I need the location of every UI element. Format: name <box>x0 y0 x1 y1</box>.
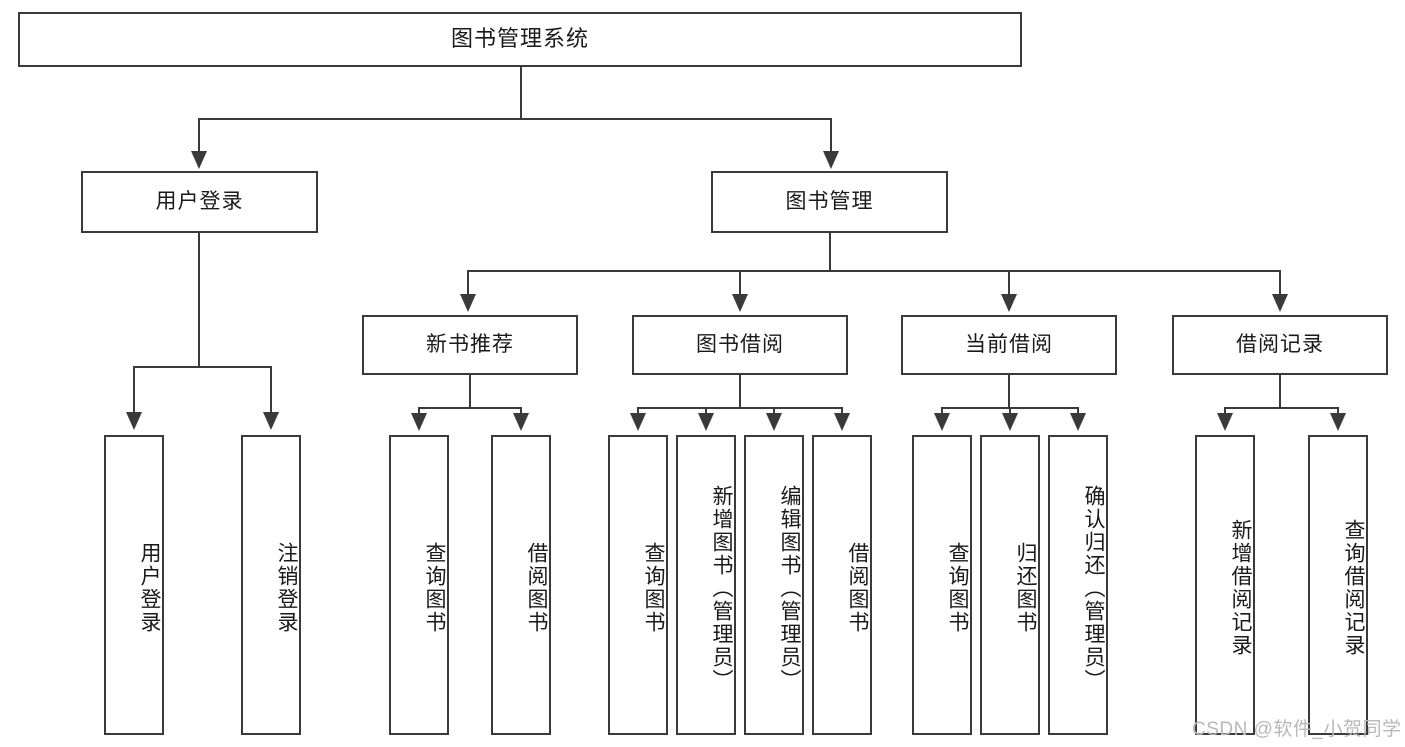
connector-current-borrow-leaf-3 <box>1077 407 1079 415</box>
arrow-new-book-leaf-1 <box>411 413 427 431</box>
leaf-book-borrow-borrow[interactable]: 借阅图书 <box>812 435 872 735</box>
arrow-new-book-leaf-2 <box>513 413 529 431</box>
node-root-system[interactable]: 图书管理系统 <box>18 12 1022 67</box>
arrow-to-book-borrow <box>732 294 748 312</box>
arrow-current-borrow-leaf-2 <box>1002 413 1018 431</box>
leaf-user-login-logout[interactable]: 注销登录 <box>241 435 301 735</box>
connector-borrow-record-drop <box>1279 375 1281 407</box>
arrow-current-borrow-leaf-1 <box>934 413 950 431</box>
arrow-to-book-mgmt <box>823 151 839 169</box>
connector-book-borrow-drop <box>739 375 741 407</box>
leaf-current-borrow-query[interactable]: 查询图书 <box>912 435 972 735</box>
connector-current-borrow-leaf-1 <box>941 407 943 415</box>
connector-borrow-record-leaf-1 <box>1224 407 1226 415</box>
leaf-borrow-record-add[interactable]: 新增借阅记录 <box>1195 435 1255 735</box>
leaf-user-login-login[interactable]: 用户登录 <box>104 435 164 735</box>
connector-to-book-mgmt <box>830 118 832 153</box>
leaf-current-borrow-confirm-return[interactable]: 确认归还（管理员） <box>1048 435 1108 735</box>
node-user-login[interactable]: 用户登录 <box>81 171 318 233</box>
arrow-to-borrow-record <box>1272 294 1288 312</box>
arrow-user-login-leaf-2 <box>263 412 279 430</box>
connector-root-bus <box>198 118 832 120</box>
arrow-book-borrow-leaf-1 <box>630 413 646 431</box>
connector-book-borrow-leaf-3 <box>773 407 775 415</box>
connector-borrow-record-bus <box>1224 407 1338 409</box>
connector-book-borrow-leaf-1 <box>637 407 639 415</box>
node-new-book-recommend[interactable]: 新书推荐 <box>362 315 578 375</box>
leaf-book-borrow-add[interactable]: 新增图书（管理员） <box>676 435 736 735</box>
node-book-management[interactable]: 图书管理 <box>711 171 948 233</box>
connector-new-book-drop <box>469 375 471 407</box>
arrow-to-new-book <box>460 294 476 312</box>
node-book-borrow[interactable]: 图书借阅 <box>632 315 848 375</box>
leaf-new-book-query[interactable]: 查询图书 <box>389 435 449 735</box>
node-current-borrow[interactable]: 当前借阅 <box>901 315 1117 375</box>
leaf-book-borrow-edit[interactable]: 编辑图书（管理员） <box>744 435 804 735</box>
arrow-user-login-leaf-1 <box>126 412 142 430</box>
connector-to-book-borrow <box>739 270 741 296</box>
connector-user-login-drop <box>198 233 200 366</box>
connector-user-login-leaf-1 <box>133 366 135 414</box>
connector-user-login-bus <box>133 366 271 368</box>
connector-user-login-leaf-2 <box>270 366 272 414</box>
arrow-to-user-login <box>191 151 207 169</box>
connector-book-borrow-leaf-2 <box>705 407 707 415</box>
connector-book-mgmt-drop <box>829 233 831 270</box>
connector-current-borrow-drop <box>1008 375 1010 407</box>
connector-to-current-borrow <box>1008 270 1010 296</box>
connector-to-new-book <box>467 270 469 296</box>
connector-to-borrow-record <box>1279 270 1281 296</box>
leaf-borrow-record-query[interactable]: 查询借阅记录 <box>1308 435 1368 735</box>
connector-root-drop <box>520 67 522 118</box>
node-borrow-record[interactable]: 借阅记录 <box>1172 315 1388 375</box>
arrow-borrow-record-leaf-2 <box>1330 413 1346 431</box>
arrow-book-borrow-leaf-4 <box>834 413 850 431</box>
connector-borrow-record-leaf-2 <box>1337 407 1339 415</box>
connector-to-user-login <box>198 118 200 153</box>
connector-new-book-leaf-2 <box>520 407 522 415</box>
arrow-to-current-borrow <box>1001 294 1017 312</box>
connector-book-borrow-leaf-4 <box>841 407 843 415</box>
arrow-borrow-record-leaf-1 <box>1217 413 1233 431</box>
connector-new-book-leaf-1 <box>418 407 420 415</box>
arrow-book-borrow-leaf-3 <box>766 413 782 431</box>
connector-book-borrow-bus <box>637 407 843 409</box>
arrow-book-borrow-leaf-2 <box>698 413 714 431</box>
leaf-current-borrow-return[interactable]: 归还图书 <box>980 435 1040 735</box>
watermark-text: CSDN @软件_小贺同学 <box>1192 719 1402 740</box>
arrow-current-borrow-leaf-3 <box>1070 413 1086 431</box>
connector-new-book-bus <box>418 407 521 409</box>
leaf-new-book-borrow[interactable]: 借阅图书 <box>491 435 551 735</box>
connector-book-mgmt-bus <box>467 270 1280 272</box>
connector-current-borrow-leaf-2 <box>1009 407 1011 415</box>
leaf-book-borrow-query[interactable]: 查询图书 <box>608 435 668 735</box>
